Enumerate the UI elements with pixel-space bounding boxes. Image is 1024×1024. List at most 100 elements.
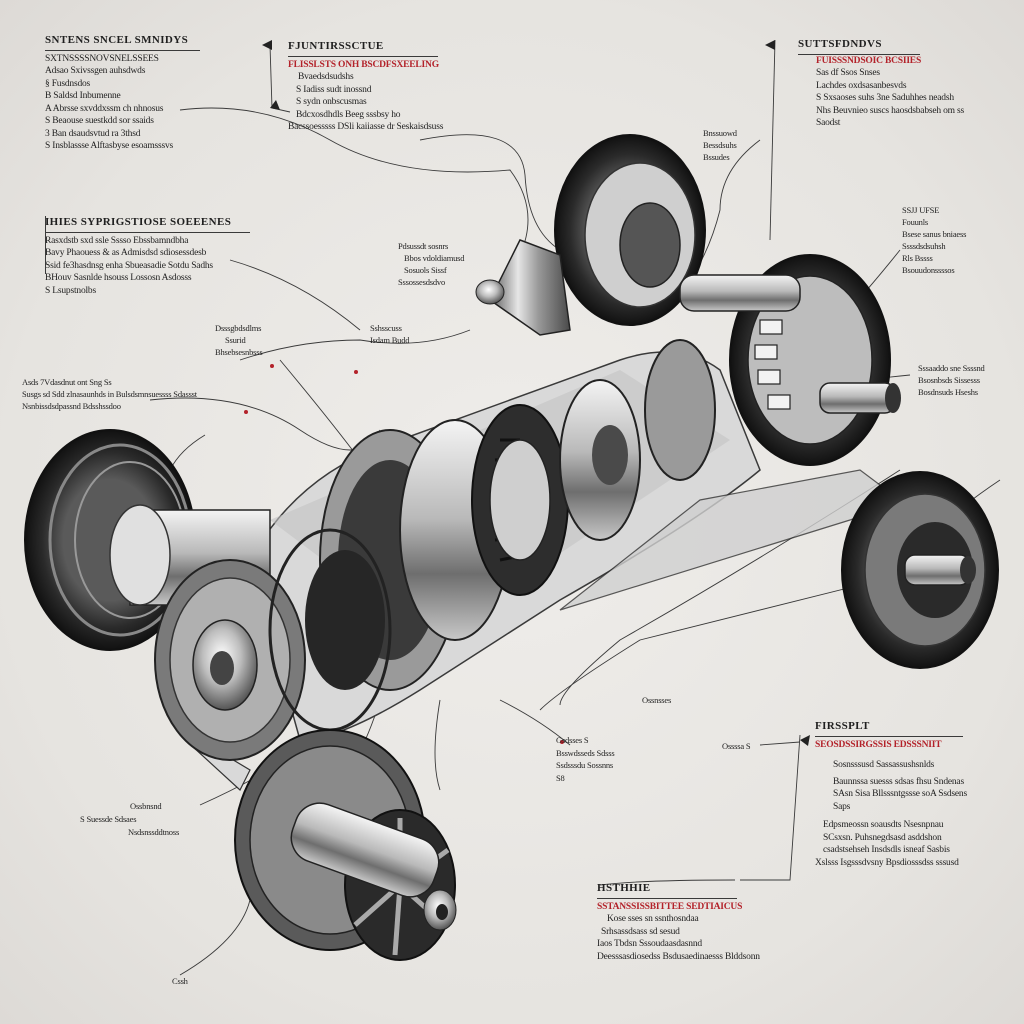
callout-title: FIRSSPLT: [815, 720, 870, 732]
callout-caliper: Pdsussdt sosnrs Bbos vdoldiamusd Sosuols…: [398, 240, 465, 288]
callout-lower-center: Gsdsses S Bsswdsseds Sdsss Ssdsssdu Soss…: [556, 734, 615, 784]
callout-line: Bssudes: [703, 152, 730, 162]
callout-line: Bvaedsdsudshs: [298, 72, 354, 82]
callout-line: Bhsebsesnbsss: [215, 347, 263, 357]
callout-bottom-right: FIRSSPLT SEOSDSSIRGSSIS EDSSSNIIT Sosnss…: [815, 720, 967, 869]
callout-line: § Fusdnsdos: [45, 78, 91, 89]
callout-disk: Bnssuowd Bessdsuhs Bssudes: [703, 127, 737, 163]
callout-line: Saps: [833, 801, 851, 812]
bottom-spoked-wheel: [234, 729, 457, 961]
callout-line: S Iadiss sudt inossnd: [296, 84, 372, 95]
callout-title: SNTENS SNCEL SMNIDYS: [45, 34, 189, 46]
callout-line: S Insblassse Alftasbyse esoamsssvs: [45, 141, 174, 151]
divider: [45, 232, 250, 233]
callout-line: S Beaouse suestkdd sor ssaids: [45, 116, 154, 126]
callout-line: csadstsehseh Insdsdls isneaf Sasbis: [823, 845, 950, 855]
callout-title: HSTHHIE: [597, 882, 651, 894]
callout-line: BHouv Sasnlde hsouss Lossosn Asdosss: [45, 273, 192, 283]
callout-line: S8: [556, 772, 565, 783]
callout-line: Bsswdsseds Sdsss: [556, 747, 615, 758]
callout-line: Ssid fe3hasdnsg enha Sbueasadie Sotdu Sa…: [45, 260, 213, 271]
callout-subtitle: SSTANSSISSBITTEE SEDTIAICUS: [597, 901, 743, 912]
right-gear-wheel: [679, 254, 901, 466]
divider: [45, 50, 200, 51]
arrowheads: [262, 40, 810, 746]
callout-line: Lachdes oxdsasanbesvds: [816, 80, 907, 91]
callout-line: Nhs Beuvnieo suscs haosdsbabseh om ss: [816, 105, 965, 116]
callout-line: Nsdsnssddtnoss: [128, 827, 180, 837]
callout-line: Bsese sanus bniaess: [902, 229, 967, 239]
divider: [798, 54, 920, 55]
callout-line: Sas df Ssos Snses: [816, 68, 880, 78]
callout-line: Dsssgbdsdlms: [215, 323, 262, 333]
callout-line: Rls Bssss: [902, 253, 933, 263]
callout-line: Sosuols Sissf: [404, 265, 447, 275]
callout-line: Bessdsuhs: [703, 140, 737, 150]
callout-right-shaft: Sssaaddo sne Ssssnd Bsosnbsds Sissesss B…: [918, 362, 985, 398]
callout-line: Pdsussdt sosnrs: [398, 241, 449, 251]
callout-line: Asds 7Vdasdnut ont Sng Ss: [22, 377, 112, 387]
callout-line: Gsdsses S: [556, 735, 589, 745]
callout-line: Srhsassdsass sd sesud: [601, 926, 680, 937]
callout-line: Sshsscuss: [370, 323, 402, 333]
callout-line: Ssssdsdsuhsh: [902, 241, 946, 251]
red-markers: [244, 364, 564, 744]
callout-line: Bdcxosdhdls Beeg sssbsy ho: [296, 109, 401, 120]
callout-small: Ossnsses: [642, 695, 672, 705]
callout-line: Bsouudonssssos: [902, 265, 955, 275]
callout-bearing: Sshsscuss Isdam Budd: [370, 322, 410, 346]
callout-title: FJUNTIRSSCTUE: [288, 40, 384, 52]
callout-title: SUTTSFDNDVS: [798, 38, 882, 50]
callout-line: Sssaaddo sne Ssssnd: [918, 363, 985, 373]
divider: [288, 56, 438, 57]
callout-line: Susgs sd Sdd zlnasaunhds in Bulsdsmnsues…: [22, 389, 197, 399]
callout-line: Xslsss Isgsssdvsny Bpsdiosssdss sssusd: [815, 857, 959, 868]
upper-brake-disk: [475, 134, 706, 336]
callout-line: Deesssasdiosedss Bsdusaedinaesss Blddson…: [597, 951, 760, 962]
callout-line: SCsxsn. Puhsnegdsasd asddshon: [823, 832, 942, 843]
divider: [45, 216, 46, 274]
callout-line: SXTNSSSSNOVSNELSSEES: [45, 53, 159, 64]
callout-footer: Cssh: [172, 976, 188, 986]
callout-line: Ossbnsnd: [130, 801, 162, 811]
callout-line: Ssdsssdu Sossnns: [556, 760, 614, 770]
callout-line: SSJJ UFSE: [902, 205, 940, 215]
right-small-wheel: [841, 471, 999, 669]
callout-line: Bbos vdoldiamusd: [404, 253, 465, 263]
callout-line: A Abrsse sxvddxssm ch nhnosus: [45, 103, 164, 114]
callout-line: Kose sses sn ssnthosndaa: [607, 914, 699, 924]
callout-line: Saodst: [816, 118, 841, 128]
callout-arrow: Ossssa S: [722, 741, 751, 751]
callout-line: Rasxdstb sxd ssle Sssso Ebssbamndbha: [45, 235, 189, 246]
callout-subtitle: SEOSDSSIRGSSIS EDSSSNIIT: [815, 739, 942, 750]
callout-subtitle: FLISSLSTS ONH BSCDFSXEELING: [288, 59, 439, 70]
callout-line: Ssurid: [225, 335, 246, 345]
callout-line: S Sxsaoses suhs 3ne Saduhhes neadsh: [816, 93, 954, 103]
callout-top-right: SUTTSFDNDVS FUISSSNDSOIC BCSIIES Sas df …: [798, 38, 964, 130]
callout-line: Bosdnsuds Hseshs: [918, 387, 978, 397]
callout-line: Baunnssa suesss sdsas fhsu Sndenas: [833, 776, 964, 787]
callout-line: Bavy Phaouess & as Admisdsd sdiosessdesb: [45, 248, 207, 258]
callout-line: S sydn onbscusmas: [296, 97, 367, 107]
callout-bottom-center: HSTHHIE SSTANSSISSBITTEE SEDTIAICUS Kose…: [597, 882, 760, 963]
callout-line: SAsn Sisa Bllsssntgssse soA Ssdsens: [833, 789, 967, 799]
callout-line: Bnssuowd: [703, 128, 737, 138]
left-drum-wheel: [24, 429, 271, 651]
callout-line: Edpsmeossn soausdts Nsesnpnau: [823, 820, 944, 830]
callout-top-left: SNTENS SNCEL SMNIDYS SXTNSSSSNOVSNELSSEE…: [45, 34, 200, 153]
divider: [815, 736, 963, 737]
callout-line: Adsao Sxivssgen auhsdwds: [45, 66, 146, 76]
callout-title: IHIES SYPRIGSTIOSE SOEEENES: [45, 216, 232, 228]
divider: [597, 898, 737, 899]
callout-line: Nsnbissdsdpassnd Bdsshssdoo: [22, 401, 121, 411]
callout-line: Sosnsssusd Sassassushsnlds: [833, 760, 935, 770]
callout-top-center: FJUNTIRSSCTUE FLISSLSTS ONH BSCDFSXEELIN…: [288, 40, 443, 134]
callout-line: 3 Ban dsaudsvtud ra 3thsd: [45, 128, 141, 139]
callout-line: Isdam Budd: [370, 335, 410, 345]
callout-bottom-left: Ossbnsnd S Suessde Sdsaes Nsdsnssddtnoss: [80, 800, 179, 839]
callout-line: B Saldsd Inbumenne: [45, 91, 121, 101]
callout-line: Fouunls: [902, 217, 928, 227]
callout-left-drum: Asds 7Vdasdnut ont Sng Ss Susgs sd Sdd z…: [22, 376, 197, 412]
